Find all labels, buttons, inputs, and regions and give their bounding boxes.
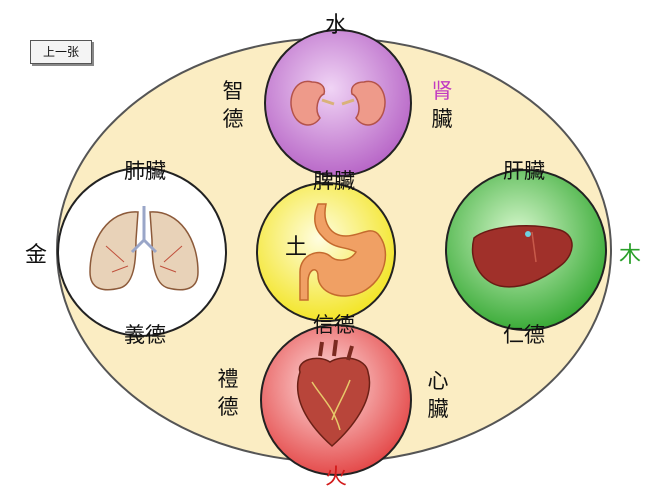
heart-organ-b: 臟 — [428, 397, 449, 421]
label-water: 水 — [325, 13, 347, 38]
kidney-icon — [290, 80, 386, 126]
lung-virtue-label: 義德 — [124, 323, 166, 347]
liver-icon — [471, 225, 573, 288]
spleen-organ-label: 脾臟 — [313, 169, 355, 193]
lungs-icon — [89, 206, 199, 291]
heart-virtue-b: 德 — [218, 395, 239, 419]
label-earth: 土 — [285, 235, 307, 260]
label-metal: 金 — [25, 243, 47, 268]
label-wood: 木 — [619, 243, 641, 268]
kidney-virtue-a: 智 — [223, 79, 244, 103]
kidney-virtue-b: 德 — [223, 107, 244, 131]
liver-virtue-label: 仁德 — [503, 323, 545, 347]
label-fire: 火 — [325, 465, 347, 490]
liver-organ-label: 肝臟 — [503, 159, 545, 183]
lung-organ-label: 肺臟 — [124, 159, 166, 183]
heart-icon — [297, 339, 371, 448]
heart-virtue-a: 禮 — [218, 367, 239, 391]
previous-slide-button[interactable]: 上一张 — [30, 40, 92, 64]
lung-circle — [57, 167, 227, 337]
stomach-icon — [299, 203, 387, 301]
kidney-circle — [264, 29, 412, 177]
kidney-organ-b: 臟 — [432, 107, 453, 131]
heart-organ-a: 心 — [428, 369, 449, 393]
spleen-virtue-label: 信德 — [313, 313, 355, 337]
kidney-organ-a: 肾 — [432, 79, 453, 103]
